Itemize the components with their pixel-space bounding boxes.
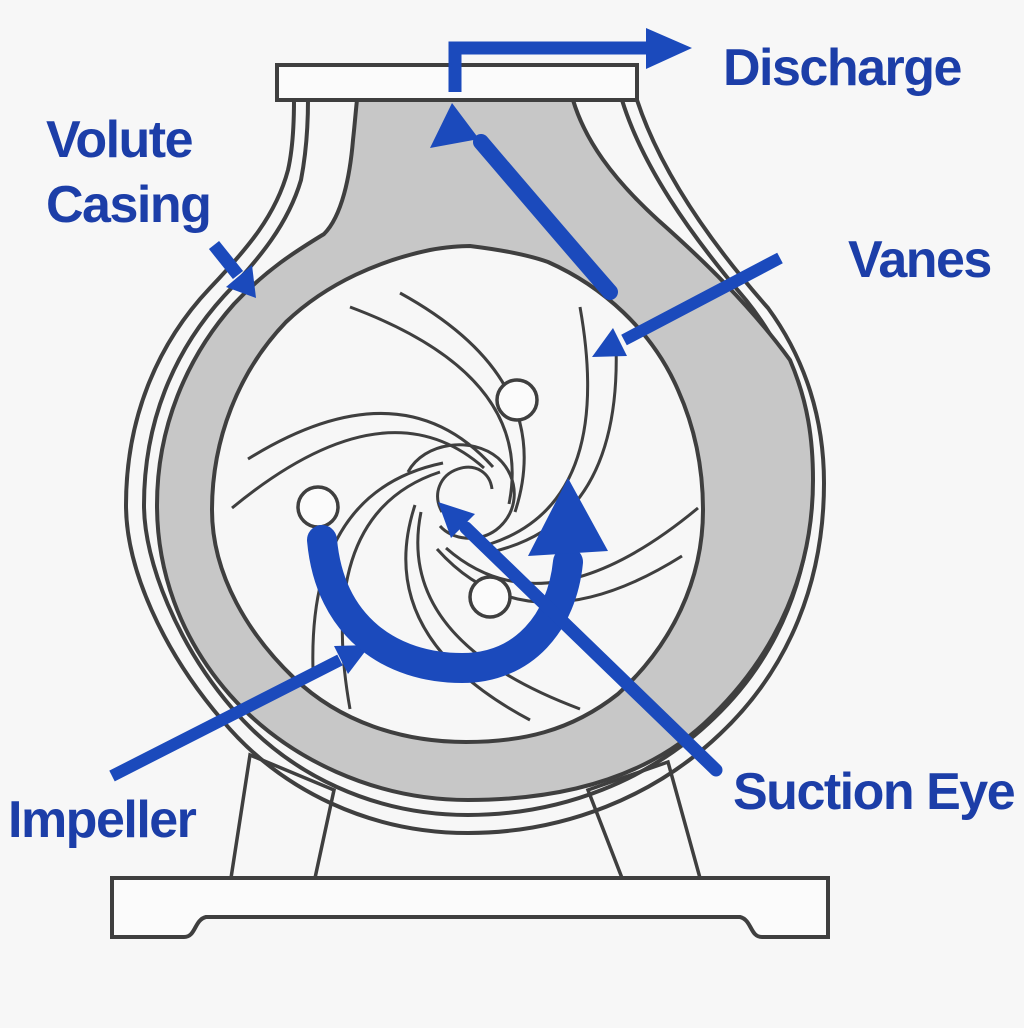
vane-blade [416,511,581,711]
annotation-arrows [109,28,783,782]
discharge-curve-arrowhead-icon [430,103,479,148]
vane-blade [247,412,495,468]
impeller-balance-holes [296,378,539,619]
discharge-curve-arrow [473,134,618,300]
pump-legs [228,752,703,880]
label-volute-casing: Volute Casing [46,111,212,234]
impeller-arrowhead-icon [334,645,370,674]
balance-hole [296,485,340,529]
discharge-flow-arrowhead-icon [646,28,692,69]
vanes-arrowhead-icon [592,328,627,357]
label-vanes: Vanes [848,231,992,289]
discharge-flow-arrow [448,41,650,92]
label-suction-eye: Suction Eye [733,763,1016,821]
impeller-pointer-arrow [109,654,343,782]
volute-channel [154,98,816,803]
volute-casing-pointer-arrow [208,240,244,280]
volute-casing-arrowhead-icon [226,265,256,298]
vane-blade [404,504,531,722]
vane-blade [349,305,514,505]
label-impeller: Impeller [8,791,197,849]
vane-blade [489,306,590,546]
base-plate [110,876,830,939]
label-discharge: Discharge [723,39,962,97]
vane-blade [231,431,485,510]
hub-swirl-inner [436,465,494,513]
balance-hole [468,575,512,619]
suction-eye-pointer-arrow [459,521,723,777]
balance-hole [495,378,539,422]
vanes-pointer-arrow [621,252,783,346]
vane-blade [311,461,444,671]
suction-eye-arrowhead-icon [438,502,475,538]
impeller-flow-arrowhead-icon [528,478,608,556]
vane-blade [486,343,618,555]
casing-outer-wall-line [123,99,827,836]
